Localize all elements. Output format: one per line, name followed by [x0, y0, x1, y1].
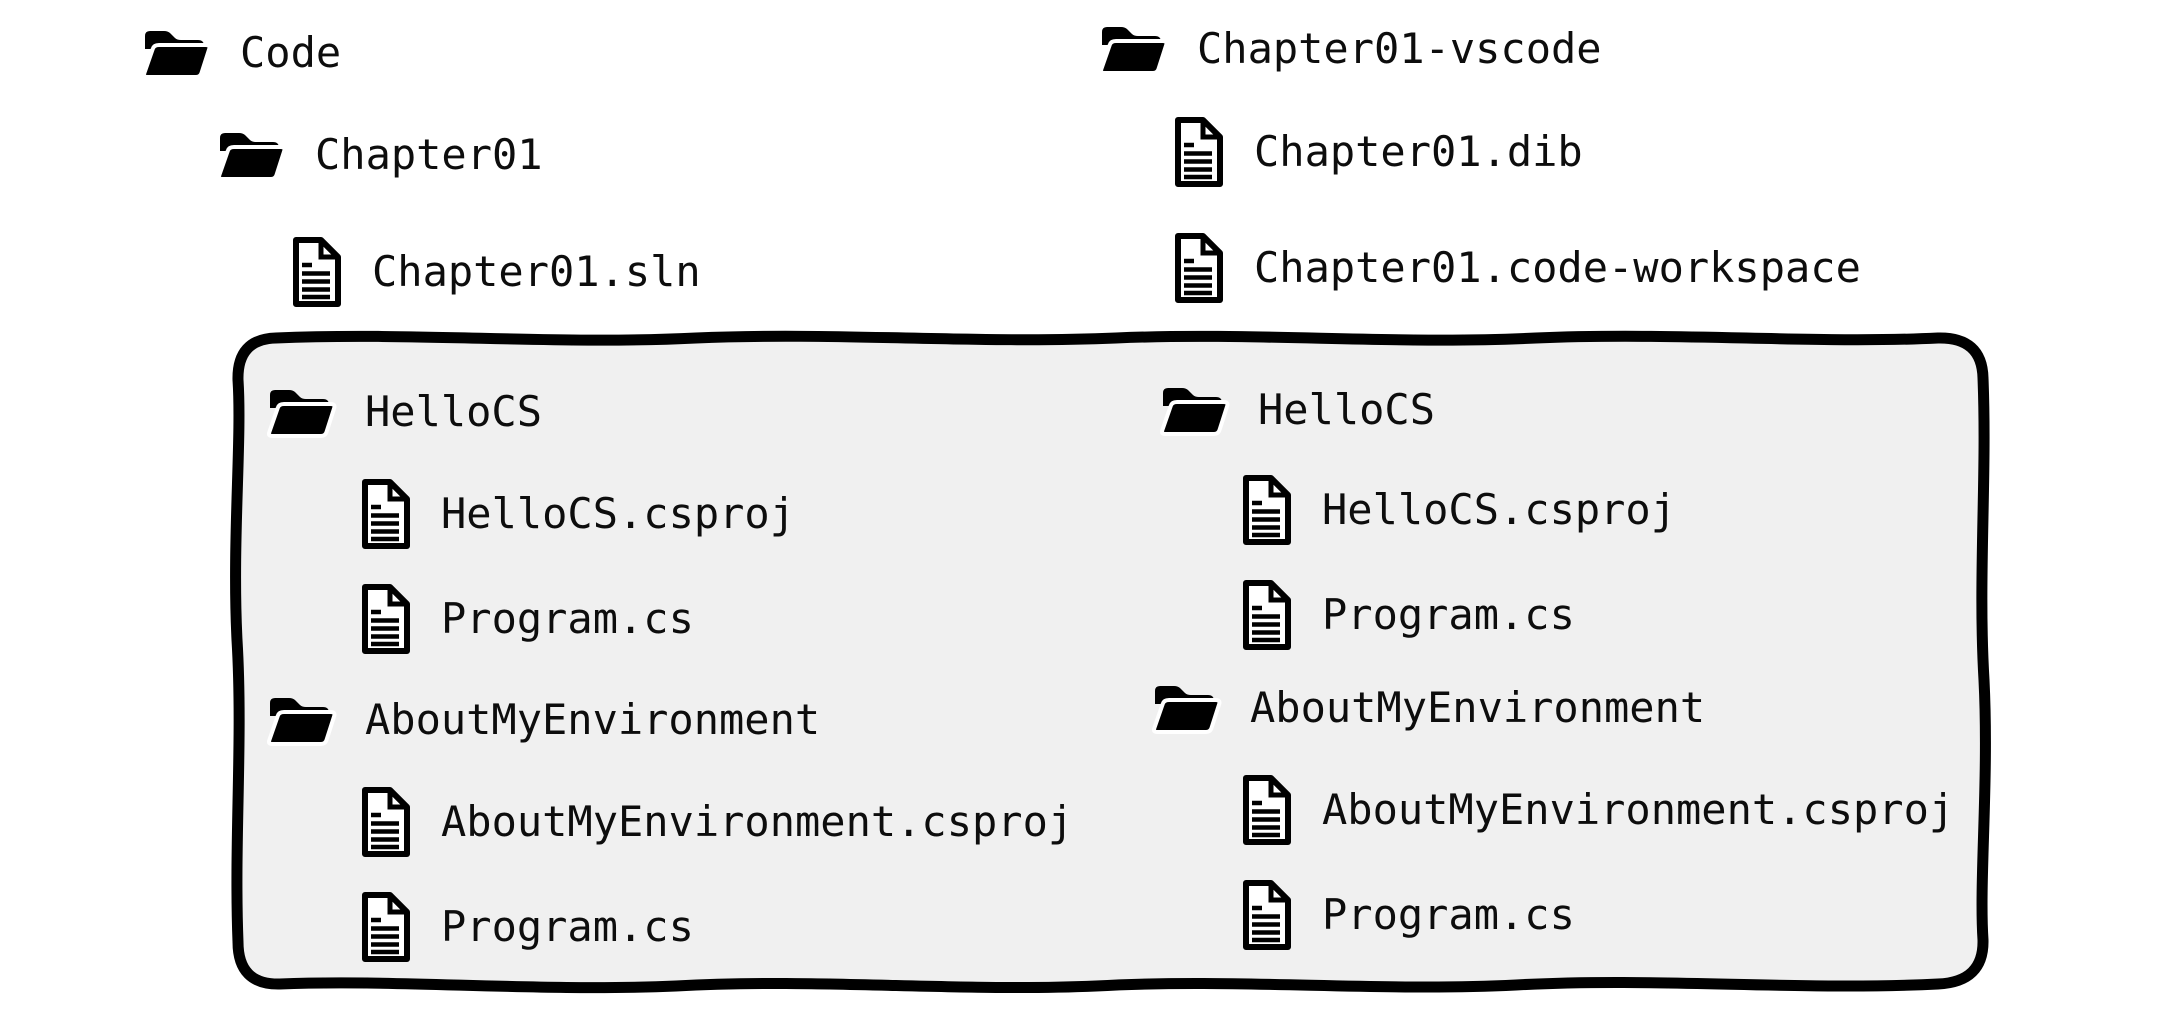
tree-item-label: Chapter01-vscode	[1197, 24, 1602, 73]
tree-item-label: AboutMyEnvironment	[365, 695, 821, 744]
box-right-item-hellocs-csproj: HelloCS.csproj	[1238, 474, 1676, 546]
folder-icon	[1098, 25, 1169, 75]
tree-item-code-workspace: Chapter01.code-workspace	[1170, 232, 1861, 304]
box-right-item-program-cs-2: Program.cs	[1238, 879, 1575, 951]
document-icon	[1238, 579, 1294, 651]
tree-item-label: HelloCS	[365, 387, 543, 436]
tree-item-label: Chapter01.code-workspace	[1254, 243, 1861, 292]
box-left-item-program-cs: Program.cs	[357, 583, 694, 655]
tree-item-label: Code	[240, 28, 342, 77]
tree-item-label: HelloCS.csproj	[441, 489, 796, 538]
tree-item-label: AboutMyEnvironment.csproj	[1322, 785, 1955, 834]
document-icon	[1170, 232, 1226, 304]
document-icon	[357, 583, 413, 655]
tree-item-label: Program.cs	[441, 594, 694, 643]
tree-item-label: HelloCS	[1258, 385, 1436, 434]
tree-item-chapter01-sln: Chapter01.sln	[288, 236, 701, 308]
document-icon	[288, 236, 344, 308]
folder-icon	[1159, 386, 1230, 436]
document-icon	[1238, 774, 1294, 846]
document-icon	[1238, 474, 1294, 546]
folder-icon	[216, 131, 287, 181]
folder-icon	[266, 696, 337, 746]
tree-item-label: AboutMyEnvironment	[1250, 683, 1706, 732]
tree-item-label: Program.cs	[1322, 590, 1575, 639]
document-icon	[357, 786, 413, 858]
tree-item-label: Program.cs	[441, 902, 694, 951]
document-icon	[1238, 879, 1294, 951]
document-icon	[1170, 116, 1226, 188]
box-left-item-program-cs-2: Program.cs	[357, 891, 694, 963]
box-right-item-aboutmyenvironment-csproj: AboutMyEnvironment.csproj	[1238, 774, 1954, 846]
tree-item-label: HelloCS.csproj	[1322, 485, 1677, 534]
tree-item-label: Chapter01.dib	[1254, 127, 1583, 176]
tree-item-label: AboutMyEnvironment.csproj	[441, 797, 1074, 846]
wavy-box-border	[230, 330, 1991, 994]
box-left-item-hellocs-csproj: HelloCS.csproj	[357, 478, 795, 550]
box-right-item-hellocs: HelloCS	[1158, 383, 1435, 437]
shared-projects-box	[230, 330, 1991, 994]
folder-icon	[266, 388, 337, 438]
tree-item-chapter01-vscode: Chapter01-vscode	[1097, 22, 1602, 76]
box-right-item-program-cs: Program.cs	[1238, 579, 1575, 651]
box-right-item-aboutmyenvironment: AboutMyEnvironment	[1150, 681, 1705, 735]
folder-icon	[1151, 684, 1222, 734]
box-left-item-hellocs: HelloCS	[265, 385, 542, 439]
tree-item-chapter01: Chapter01	[215, 128, 543, 182]
box-left-item-aboutmyenvironment: AboutMyEnvironment	[265, 693, 820, 747]
tree-item-label: Program.cs	[1322, 890, 1575, 939]
tree-item-label: Chapter01	[315, 130, 543, 179]
tree-item-code: Code	[140, 26, 341, 80]
document-icon	[357, 891, 413, 963]
document-icon	[357, 478, 413, 550]
box-left-item-aboutmyenvironment-csproj: AboutMyEnvironment.csproj	[357, 786, 1073, 858]
tree-item-label: Chapter01.sln	[372, 247, 701, 296]
folder-icon	[141, 29, 212, 79]
tree-item-chapter01-dib: Chapter01.dib	[1170, 116, 1583, 188]
